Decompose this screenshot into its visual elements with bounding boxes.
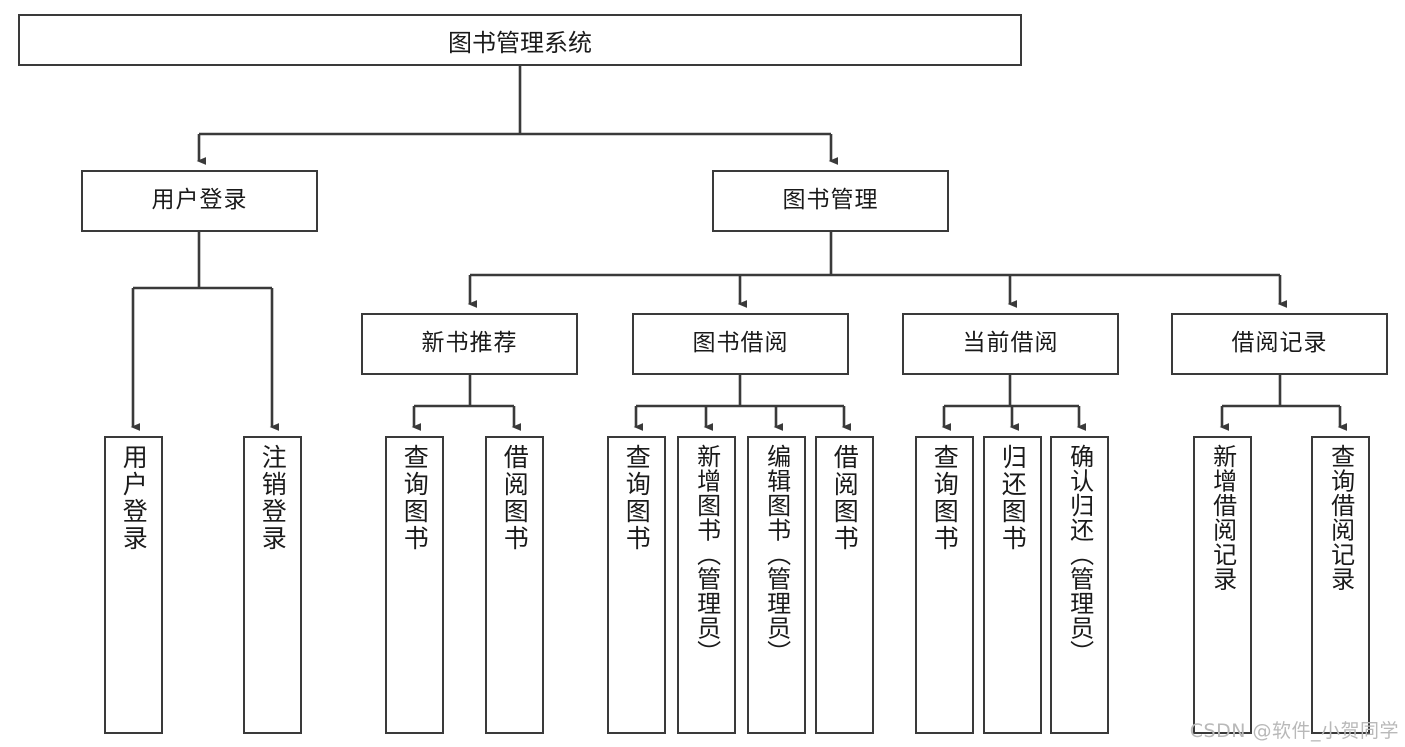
node-leaf-confirm-return-admin[interactable]: 确认归还（管理员） <box>1050 436 1109 734</box>
node-label: 用户登录 <box>119 444 149 552</box>
node-label: 确认归还（管理员） <box>1065 444 1094 665</box>
node-label: 编辑图书（管理员） <box>762 444 791 665</box>
node-leaf-add-book-admin[interactable]: 新增图书（管理员） <box>677 436 736 734</box>
node-label: 新增图书（管理员） <box>692 444 721 665</box>
node-current-borrow[interactable]: 当前借阅 <box>902 313 1119 375</box>
node-new-book-recommend[interactable]: 新书推荐 <box>361 313 578 375</box>
node-label: 借阅记录 <box>1231 330 1328 357</box>
node-label: 图书管理系统 <box>448 28 592 57</box>
node-borrow-record[interactable]: 借阅记录 <box>1171 313 1388 375</box>
node-label: 查询图书 <box>930 444 960 552</box>
node-user-login[interactable]: 用户登录 <box>81 170 318 232</box>
node-book-borrow[interactable]: 图书借阅 <box>632 313 849 375</box>
node-leaf-borrow-book-2[interactable]: 借阅图书 <box>815 436 874 734</box>
node-label: 图书借阅 <box>692 330 789 357</box>
watermark-text: CSDN @软件_小贺同学 <box>1189 720 1399 742</box>
node-root-system[interactable]: 图书管理系统 <box>18 14 1022 66</box>
node-leaf-logout[interactable]: 注销登录 <box>243 436 302 734</box>
node-label: 借阅图书 <box>500 444 530 552</box>
node-label: 归还图书 <box>998 444 1028 552</box>
node-label: 借阅图书 <box>830 444 860 552</box>
node-leaf-user-login[interactable]: 用户登录 <box>104 436 163 734</box>
node-label: 新书推荐 <box>421 330 518 357</box>
node-label: 查询图书 <box>622 444 652 552</box>
node-label: 用户登录 <box>151 187 248 214</box>
node-label: 当前借阅 <box>962 330 1059 357</box>
node-label: 查询借阅记录 <box>1326 444 1355 591</box>
node-leaf-add-record[interactable]: 新增借阅记录 <box>1193 436 1252 734</box>
node-leaf-query-book-2[interactable]: 查询图书 <box>607 436 666 734</box>
node-label: 图书管理 <box>782 187 879 214</box>
node-leaf-query-book-1[interactable]: 查询图书 <box>385 436 444 734</box>
node-label: 注销登录 <box>258 444 288 552</box>
node-leaf-return-book[interactable]: 归还图书 <box>983 436 1042 734</box>
node-label: 查询图书 <box>400 444 430 552</box>
node-leaf-query-record[interactable]: 查询借阅记录 <box>1311 436 1370 734</box>
node-label: 新增借阅记录 <box>1208 444 1237 591</box>
node-leaf-query-book-3[interactable]: 查询图书 <box>915 436 974 734</box>
node-leaf-borrow-book-1[interactable]: 借阅图书 <box>485 436 544 734</box>
node-book-manage[interactable]: 图书管理 <box>712 170 949 232</box>
node-leaf-edit-book-admin[interactable]: 编辑图书（管理员） <box>747 436 806 734</box>
